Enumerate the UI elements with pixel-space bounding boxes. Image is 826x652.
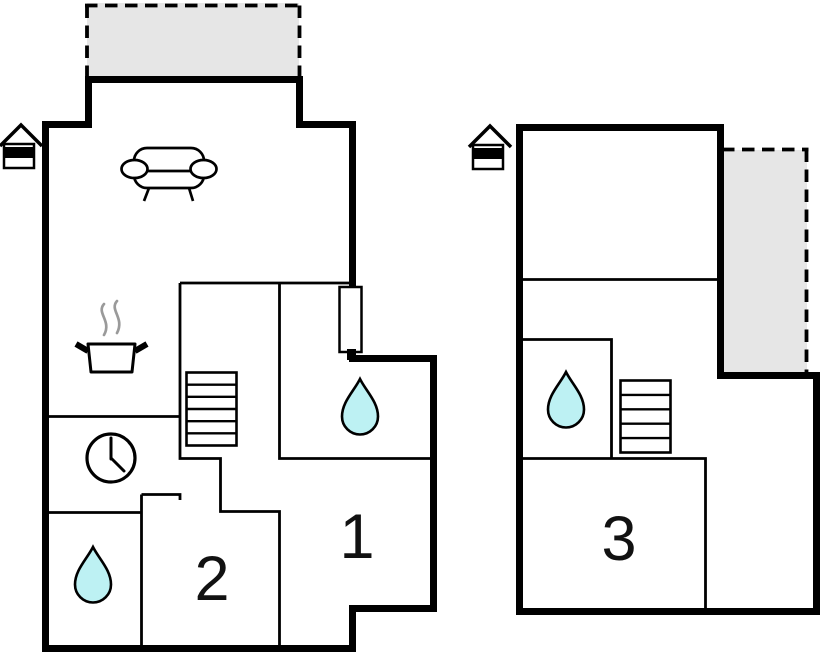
water-drop-icon	[340, 376, 380, 436]
left-terrace	[85, 3, 302, 78]
wall-clock-icon	[85, 432, 137, 484]
left-terrace-dashed-border	[85, 3, 302, 77]
left-building-inner-walls	[45, 281, 436, 648]
door-leaf-icon	[338, 285, 363, 354]
entrance-house-icon	[467, 123, 513, 171]
right-building-outer-walls	[516, 124, 820, 615]
room-3-label: 3	[601, 504, 636, 574]
room-2-label: 2	[194, 544, 229, 614]
left-terrace-area	[87, 3, 299, 78]
cooking-pot-icon	[74, 299, 149, 374]
water-drop-icon	[546, 369, 586, 429]
steam-line	[100, 302, 108, 337]
steam-line	[113, 299, 121, 335]
right-building-inner-walls	[519, 278, 717, 608]
right-terrace-dashed-border	[722, 147, 809, 373]
door-jamb-stub	[347, 349, 356, 360]
left-building-outer-walls	[42, 76, 437, 652]
water-drop-icon	[73, 544, 113, 604]
right-terrace	[722, 147, 809, 375]
stairs-icon-right	[619, 379, 672, 454]
room-1-label: 1	[339, 502, 374, 572]
stairs-icon-left	[185, 371, 238, 447]
entrance-house-icon	[0, 122, 44, 170]
sofa-icon	[120, 146, 218, 202]
left-building: 1 2	[0, 3, 437, 652]
right-terrace-area	[724, 150, 807, 375]
right-building: 3	[467, 123, 820, 615]
